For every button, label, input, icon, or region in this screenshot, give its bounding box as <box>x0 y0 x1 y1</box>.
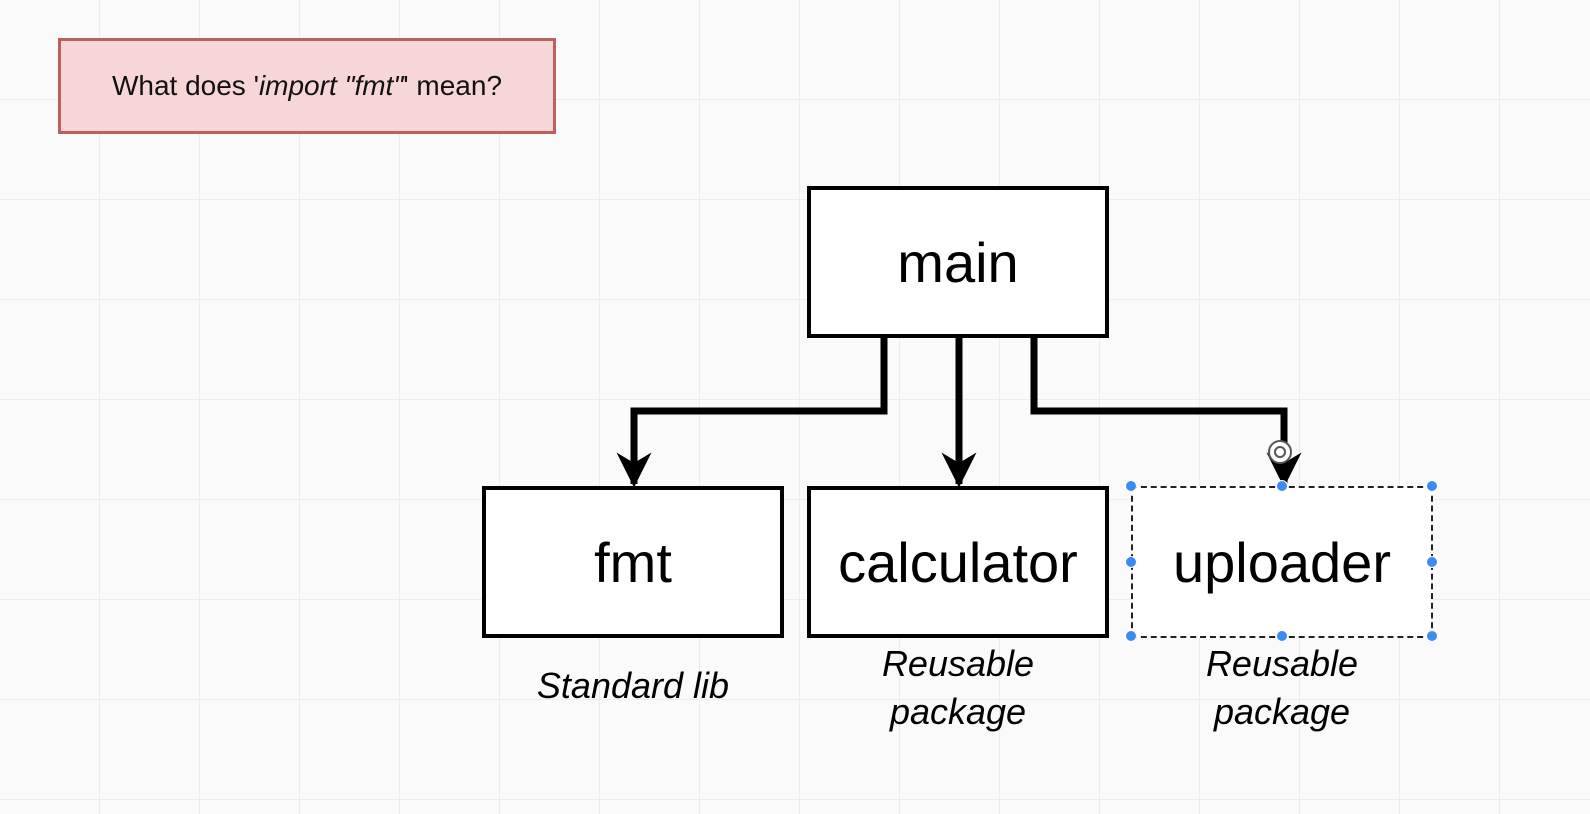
caption-calculator: Reusable package <box>807 640 1109 736</box>
node-calculator[interactable]: calculator <box>807 486 1109 638</box>
caption-uploader-line1: Reusable <box>1205 643 1359 684</box>
resize-handle-left[interactable] <box>1125 556 1137 568</box>
arrow-main-to-fmt[interactable] <box>616 338 888 488</box>
resize-handle-bottom-left[interactable] <box>1125 630 1137 642</box>
question-code: import "fmt" <box>258 70 404 101</box>
question-note[interactable]: What does 'import "fmt"' mean? <box>58 38 556 134</box>
connection-anchor-icon[interactable] <box>1268 440 1292 464</box>
node-uploader-selected[interactable]: uploader <box>1131 486 1433 638</box>
node-calculator-label: calculator <box>838 530 1078 594</box>
resize-handle-bottom[interactable] <box>1276 630 1288 642</box>
caption-calculator-line1: Reusable <box>881 643 1035 684</box>
caption-uploader: Reusable package <box>1131 640 1433 736</box>
resize-handle-right[interactable] <box>1426 556 1438 568</box>
node-main[interactable]: main <box>807 186 1109 338</box>
arrow-main-to-uploader[interactable] <box>1030 338 1302 488</box>
resize-handle-bottom-right[interactable] <box>1426 630 1438 642</box>
node-fmt-label: fmt <box>594 530 672 594</box>
node-fmt[interactable]: fmt <box>482 486 784 638</box>
caption-uploader-line2: package <box>1213 691 1351 732</box>
node-uploader-label: uploader <box>1173 530 1391 594</box>
question-suffix: ' mean? <box>403 70 503 101</box>
resize-handle-top-right[interactable] <box>1426 480 1438 492</box>
node-main-label: main <box>897 230 1019 294</box>
caption-calculator-line2: package <box>889 691 1027 732</box>
resize-handle-top[interactable] <box>1276 480 1288 492</box>
caption-fmt: Standard lib <box>482 662 784 710</box>
question-prefix: What does ' <box>111 70 259 101</box>
resize-handle-top-left[interactable] <box>1125 480 1137 492</box>
caption-fmt-text: Standard lib <box>536 665 730 706</box>
